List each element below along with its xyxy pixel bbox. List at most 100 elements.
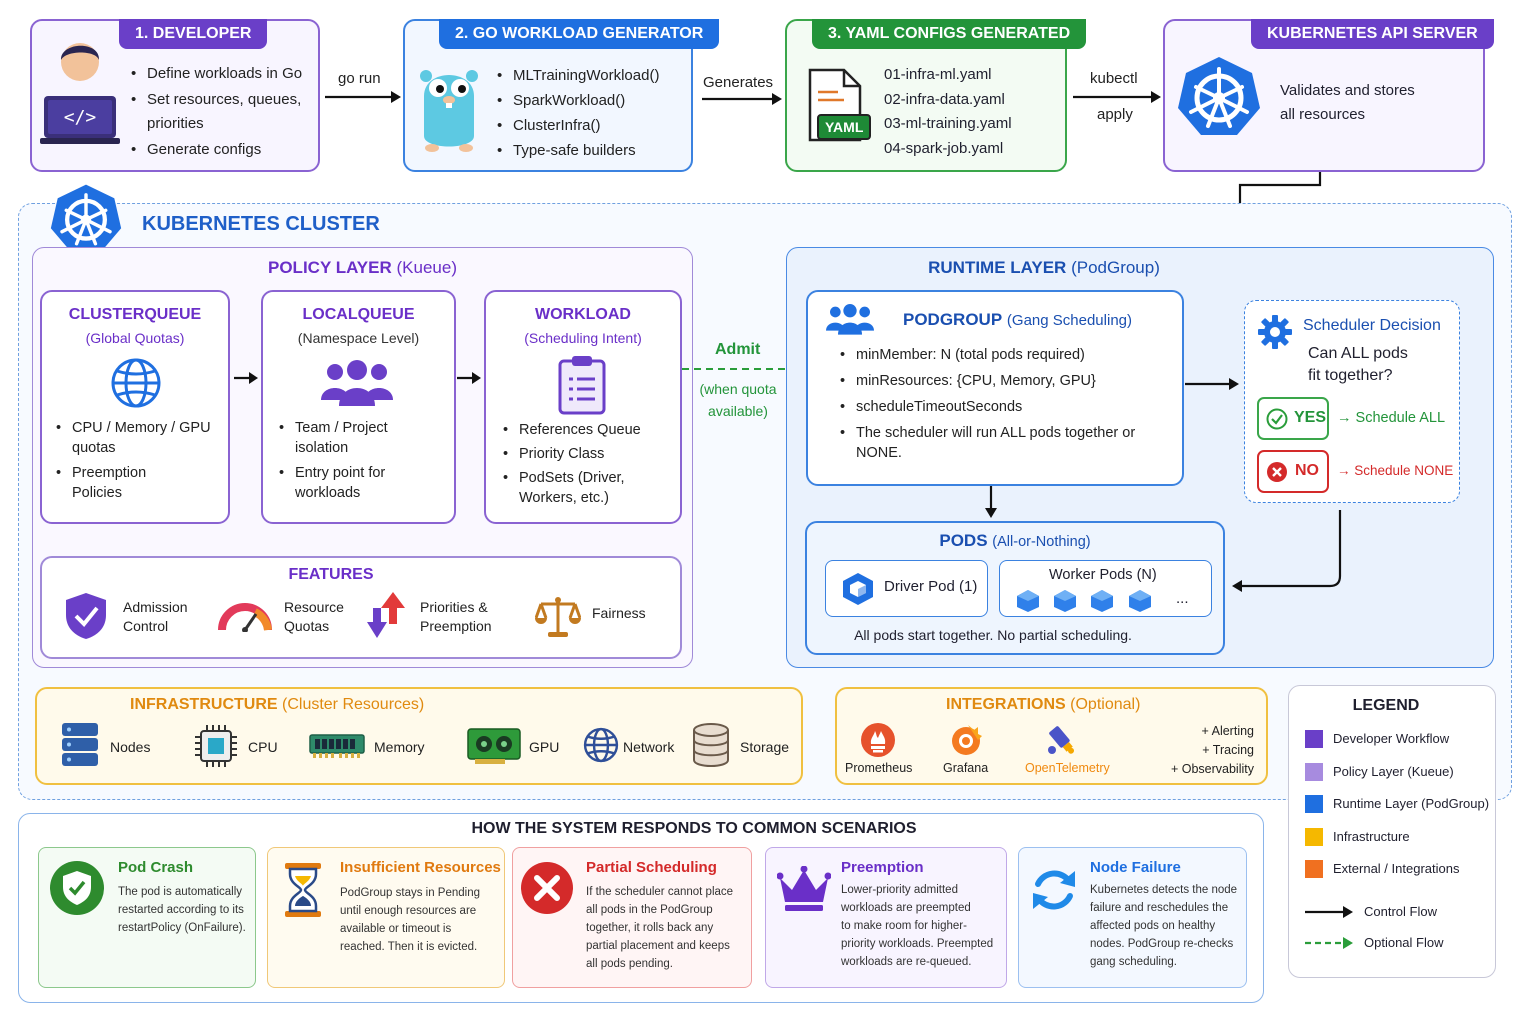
admit-note: (when quota available) <box>690 378 786 422</box>
integration-prometheus: Prometheus <box>845 761 913 775</box>
scales-icon <box>535 594 581 638</box>
legend-label: Developer Workflow <box>1333 731 1450 746</box>
legend-optional-flow: Optional Flow <box>1364 935 1444 950</box>
policy-title-sub: (Kueue) <box>396 258 457 277</box>
policy-layer-title: POLICY LAYER (Kueue) <box>32 258 693 278</box>
yaml-tag: 3. YAML CONFIGS GENERATED <box>812 19 1087 49</box>
infra-cpu: CPU <box>248 739 278 755</box>
feature-label: Control <box>123 618 169 634</box>
extra-line: + Observability <box>1170 762 1254 776</box>
feature-resource-quotas: Resource Quotas <box>284 598 344 636</box>
arrow-lq-wl <box>457 372 481 384</box>
scenario-line: together, it rolls back any <box>586 922 714 934</box>
arrow-decision-pods <box>1232 510 1342 592</box>
admit-note-line: available) <box>708 403 768 419</box>
clusterqueue-title: CLUSTERQUEUE <box>68 306 202 323</box>
crown-icon <box>777 866 831 912</box>
legend-swatch <box>1305 795 1323 813</box>
legend-swatch <box>1305 860 1323 878</box>
scenario-line: affected pods on healthy <box>1090 920 1216 932</box>
scenario-text: Kubernetes detects the node failure and … <box>1090 881 1237 971</box>
scenario-line: all pods pending. <box>586 958 673 970</box>
driver-pod-label: Driver Pod (1) <box>884 578 978 595</box>
scenario-text: The pod is automatically restarted accor… <box>118 883 246 937</box>
features-title: FEATURES <box>288 566 374 583</box>
feature-fairness: Fairness <box>592 605 646 621</box>
clusterqueue-sub: (Global Quotas) <box>85 330 185 346</box>
generator-item: ClusterInfra() <box>497 114 687 138</box>
runtime-title-sub: (PodGroup) <box>1071 258 1160 277</box>
clipboard-icon <box>557 355 607 415</box>
api-server-desc: Validates and stores all resources <box>1280 79 1415 127</box>
legend-control-flow-arrow <box>1305 906 1353 918</box>
worker-pod-icon <box>1053 589 1077 613</box>
hourglass-icon <box>283 862 323 918</box>
scenario-text: PodGroup stays in Pending until enough r… <box>340 884 480 956</box>
arrow-cq-lq <box>234 372 258 384</box>
yes-label: YES <box>1294 409 1327 426</box>
kubectl-label: kubectl <box>1090 70 1138 87</box>
worker-pod-icon <box>1016 589 1040 613</box>
generator-item: Type-safe builders <box>497 139 687 163</box>
worker-pod-icon <box>1090 589 1114 613</box>
scenario-line: to make room for higher- <box>841 920 967 932</box>
feature-label: Quotas <box>284 618 330 634</box>
developer-items: Define workloads in Go Set resources, qu… <box>131 62 316 162</box>
no-action: → Schedule NONE <box>1337 463 1454 478</box>
worker-pods-more: ... <box>1176 590 1189 607</box>
legend-optional-flow-arrow <box>1305 937 1353 949</box>
infra-nodes: Nodes <box>110 739 151 755</box>
cluster-kubernetes-icon <box>50 182 122 254</box>
developer-tag: 1. DEVELOPER <box>119 19 268 49</box>
legend-label: Policy Layer (Kueue) <box>1333 763 1454 779</box>
feature-label: Resource <box>284 599 344 615</box>
legend-label: Runtime Layer (PodGroup) <box>1333 796 1490 811</box>
yaml-file: 02-infra-data.yaml <box>884 90 1005 108</box>
gear-icon <box>1258 315 1292 349</box>
scenario-line: workloads are re-queued. <box>841 956 972 968</box>
scheduler-question: Can ALL pods fit together? <box>1308 343 1408 387</box>
no-label: NO <box>1295 462 1319 479</box>
x-circle-red-icon <box>520 861 574 915</box>
podgroup-title-main: PODGROUP <box>903 310 1003 329</box>
yaml-file: 01-infra-ml.yaml <box>884 66 992 83</box>
scenario-title: Partial Scheduling <box>586 859 717 876</box>
generates-label: Generates <box>703 74 774 91</box>
infra-title-main: INFRASTRUCTURE <box>130 696 278 713</box>
podgroup-items: minMember: N (total pods required) minRe… <box>840 343 1140 463</box>
scenario-title: Preemption <box>841 859 924 876</box>
integrations-title-sub: (Optional) <box>1070 696 1141 713</box>
arrow-generates <box>702 93 782 105</box>
integration-extras: + Alerting + Tracing + Observability <box>1150 722 1254 779</box>
podgroup-title-sub: (Gang Scheduling) <box>1006 312 1132 329</box>
scenarios-title: HOW THE SYSTEM RESPONDS TO COMMON SCENAR… <box>471 820 917 837</box>
legend-swatch <box>1305 730 1323 748</box>
infra-gpu: GPU <box>529 739 560 755</box>
cpu-icon <box>195 725 237 767</box>
localqueue-sub: (Namespace Level) <box>297 330 420 346</box>
legend-control-flow: Control Flow <box>1364 904 1437 919</box>
pods-note: All pods start together. No partial sche… <box>854 627 1132 643</box>
globe-icon <box>110 357 162 409</box>
extra-line: + Tracing <box>1202 743 1254 757</box>
scenario-line: nodes. PodGroup re-checks <box>1090 938 1234 950</box>
generator-item: MLTrainingWorkload() <box>497 64 687 88</box>
clusterqueue-items: CPU / Memory / GPU quotas Preemption Pol… <box>56 418 226 503</box>
network-globe-icon <box>583 727 619 763</box>
workload-item: PodSets (Driver, Workers, etc.) <box>503 468 643 508</box>
cluster-title: KUBERNETES CLUSTER <box>142 213 380 235</box>
yaml-badge: YAML <box>817 114 872 140</box>
scenario-line: all pods in the PodGroup <box>586 904 713 916</box>
podgroup-item: minResources: {CPU, Memory, GPU} <box>840 369 1140 393</box>
x-circle-icon <box>1266 461 1288 483</box>
scenario-line: workloads are preempted <box>841 902 971 914</box>
api-desc-line: all resources <box>1280 106 1366 123</box>
question-line: fit together? <box>1308 367 1393 384</box>
infrastructure-title: INFRASTRUCTURE (Cluster Resources) <box>130 696 424 714</box>
feature-admission: Admission Control <box>123 598 188 636</box>
infra-network: Network <box>623 739 675 755</box>
yaml-file: 04-spark-job.yaml <box>884 139 1004 157</box>
runtime-title-main: RUNTIME LAYER <box>928 258 1067 277</box>
developer-item: Set resources, queues, priorities <box>131 88 316 136</box>
scenario-line: restartPolicy (OnFailure). <box>118 922 246 934</box>
